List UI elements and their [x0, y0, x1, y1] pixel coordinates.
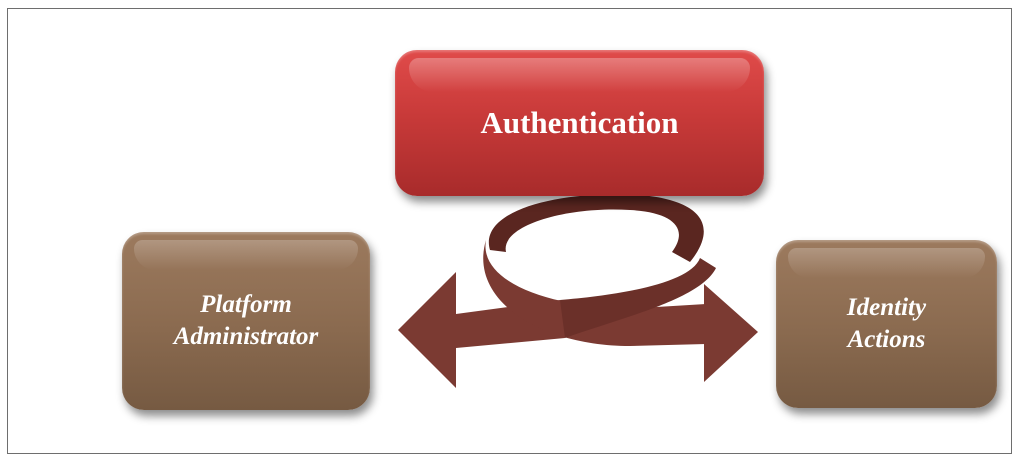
right-arrow	[704, 284, 758, 382]
platform-administrator-label-line1: Platform	[200, 290, 292, 318]
authentication-node: Authentication	[395, 50, 764, 196]
identity-actions-node: Identity Actions	[776, 240, 997, 408]
platform-administrator-node: Platform Administrator	[122, 232, 370, 410]
loop-front-band	[483, 240, 706, 346]
platform-administrator-label-line2: Administrator	[173, 323, 319, 350]
left-arrow	[398, 272, 565, 388]
identity-actions-label-line1: Identity	[846, 293, 927, 321]
authentication-label: Authentication	[480, 105, 679, 140]
loop-back-band	[488, 194, 704, 262]
loop-inner-arc	[560, 258, 716, 338]
identity-actions-label-line2: Actions	[847, 326, 926, 353]
